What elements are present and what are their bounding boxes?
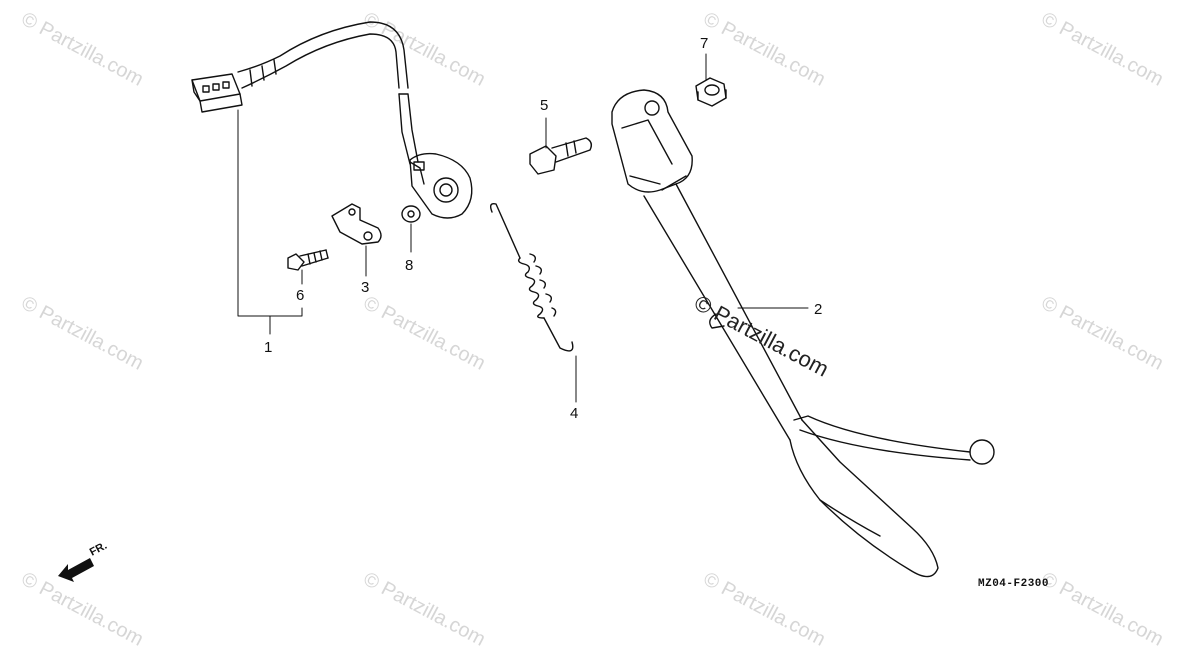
callout-7[interactable]: 7 bbox=[700, 35, 708, 52]
direction-label: FR. bbox=[88, 540, 109, 559]
parts-diagram: © Partzilla.com © Partzilla.com © Partzi… bbox=[18, 8, 1167, 651]
callout-4[interactable]: 4 bbox=[570, 405, 578, 422]
callout-3[interactable]: 3 bbox=[361, 279, 369, 296]
part-spring[interactable] bbox=[489, 202, 574, 352]
part-bolt[interactable] bbox=[287, 249, 329, 271]
callout-1[interactable]: 1 bbox=[264, 339, 272, 356]
arrow-left-down-icon: FR. bbox=[58, 540, 109, 582]
part-side-stand-switch[interactable] bbox=[191, 21, 473, 219]
diagram-code: MZ04-F2300 bbox=[978, 578, 1050, 590]
parts-drawing: 1 2 3 4 5 6 7 8 bbox=[191, 21, 995, 578]
part-washer[interactable] bbox=[401, 205, 421, 223]
direction-indicator: FR. bbox=[56, 540, 136, 590]
leader-lines bbox=[237, 53, 809, 403]
callout-2[interactable]: 2 bbox=[814, 301, 822, 318]
part-side-stand[interactable] bbox=[611, 89, 995, 578]
part-nut[interactable] bbox=[695, 77, 727, 107]
callout-8[interactable]: 8 bbox=[405, 257, 413, 274]
part-pivot-bolt[interactable] bbox=[529, 137, 593, 175]
part-plate[interactable] bbox=[331, 203, 382, 245]
callout-5[interactable]: 5 bbox=[540, 97, 548, 114]
callout-6[interactable]: 6 bbox=[296, 287, 304, 304]
